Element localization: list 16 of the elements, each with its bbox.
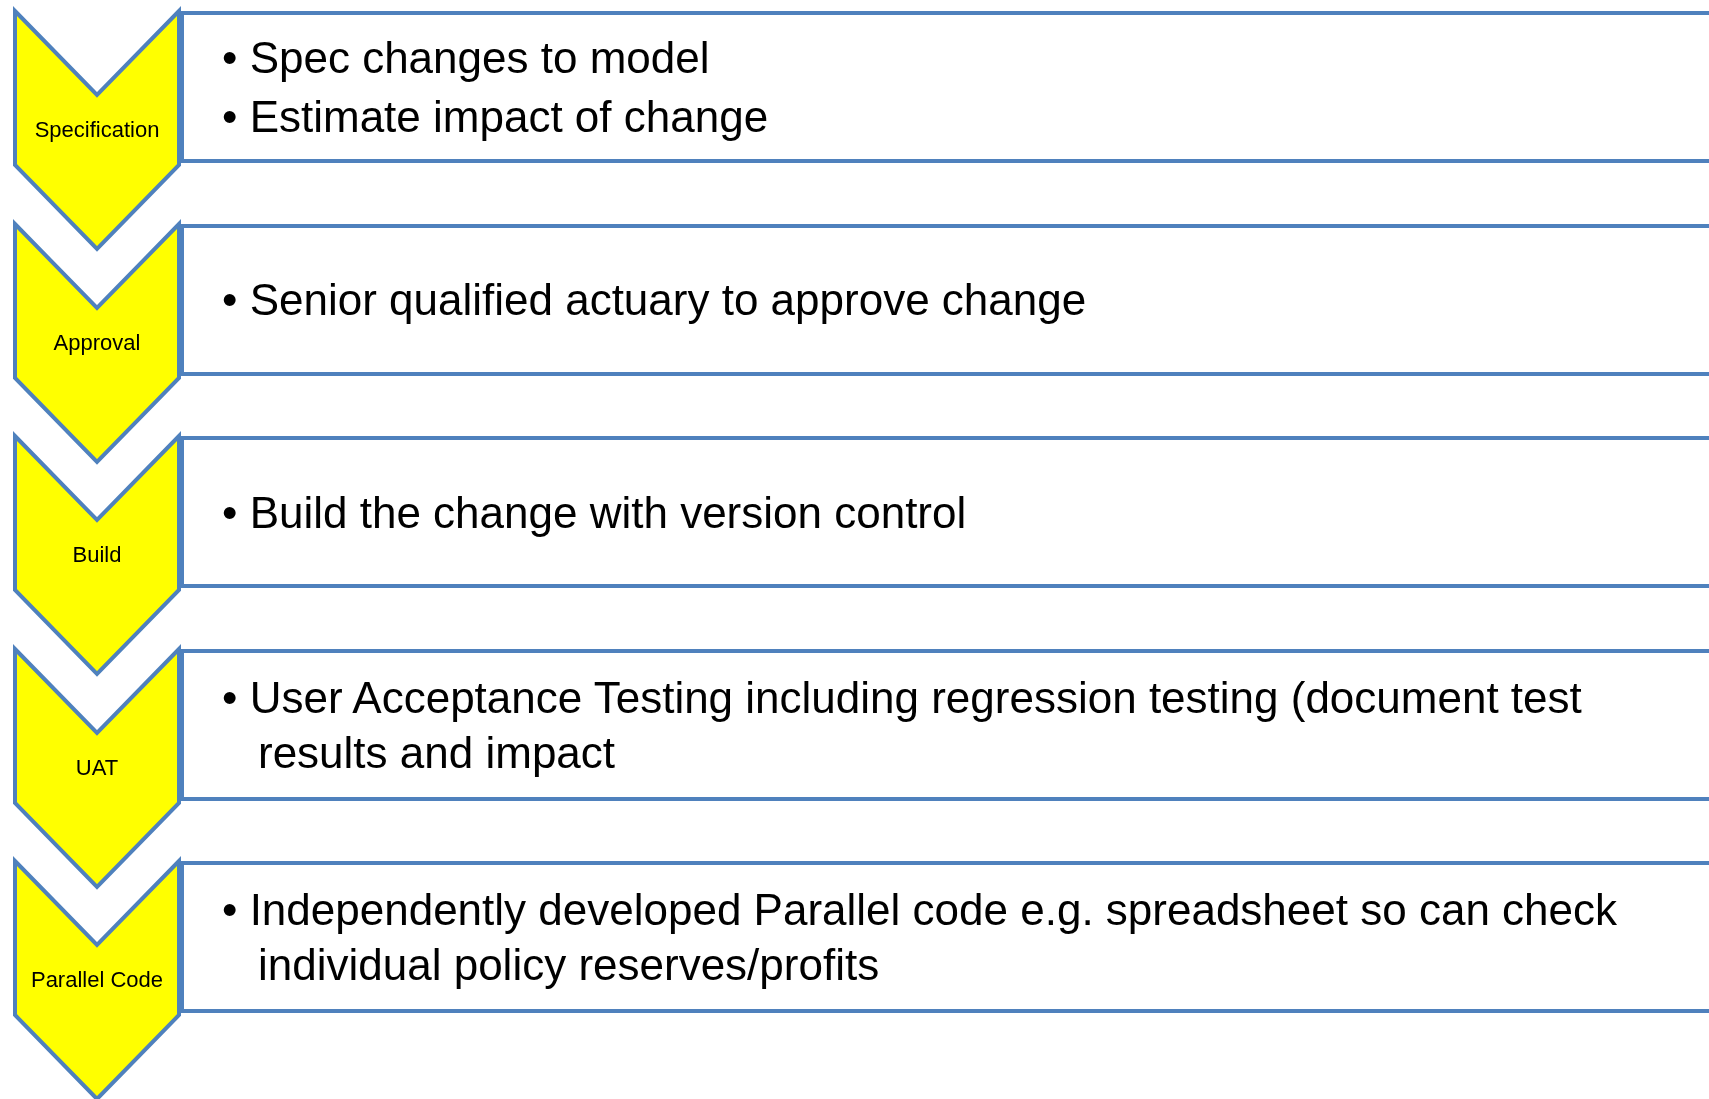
bullet-item: • Build the change with version control bbox=[222, 486, 968, 539]
step-box bbox=[180, 11, 1709, 163]
step-box bbox=[180, 223, 1709, 376]
step-label: Specification bbox=[33, 117, 161, 143]
step-box bbox=[180, 648, 1709, 801]
step-label: Parallel Code bbox=[29, 967, 165, 993]
step-box bbox=[180, 861, 1709, 1013]
bullet-item: • Spec changes to model bbox=[222, 32, 711, 84]
step-label: Build bbox=[71, 542, 123, 568]
step-label: Approval bbox=[52, 329, 142, 356]
step-box bbox=[180, 436, 1709, 588]
bullet-item: • Senior qualified actuary to approve change bbox=[222, 274, 1088, 326]
bullet-item: • Estimate impact of change bbox=[222, 91, 770, 143]
bullet-item: • Independently developed Parallel code e.g. spreadsheet so can check individual policy reserves/profits bbox=[222, 884, 1619, 991]
bullet-item: • User Acceptance Testing including regression testing (document test results and impact bbox=[222, 671, 1583, 779]
step-label: UAT bbox=[74, 754, 120, 781]
